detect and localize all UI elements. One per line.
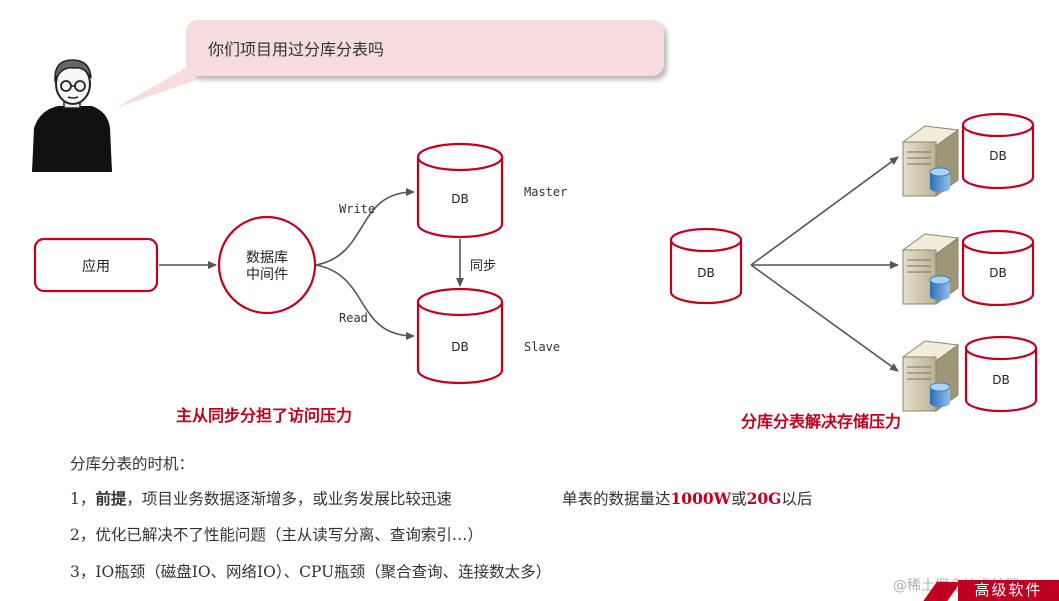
speech-bubble-text: 你们项目用过分库分表吗	[208, 40, 385, 59]
threshold-rows: 1000W	[670, 489, 732, 508]
middleware-label-line1: 数据库	[246, 250, 288, 266]
shard-db-label: DB	[989, 149, 1006, 163]
right-diagram-caption: 分库分表解决存储压力	[741, 412, 902, 431]
sync-label: 同步	[470, 259, 496, 274]
source-db-label: DB	[697, 266, 714, 280]
middleware-label-line2: 中间件	[246, 267, 288, 283]
slave-db-label: DB	[451, 340, 468, 354]
server-icon	[901, 233, 960, 305]
threshold-or: 或	[731, 490, 747, 508]
notes-heading: 分库分表的时机：	[70, 455, 195, 473]
brand-logo: 高级软件	[958, 580, 1059, 601]
notes-item-1-text: ，项目业务数据逐渐增多，或业务发展比较迅速	[126, 490, 452, 508]
threshold-prefix: 单表的数据量达	[562, 490, 671, 508]
notes-item-1: 1，前提，项目业务数据逐渐增多，或业务发展比较迅速	[70, 487, 452, 509]
shard-db-1: DB	[961, 112, 1035, 190]
shard-arrow-3	[750, 264, 899, 372]
app-node: 应用	[33, 237, 159, 293]
shard-arrow-1	[750, 156, 899, 266]
middleware-node: 数据库 中间件	[217, 215, 317, 315]
read-arrow	[315, 264, 415, 340]
shard-db-label: DB	[989, 266, 1006, 280]
read-label: Read	[339, 311, 368, 325]
master-db: DB	[416, 142, 504, 239]
app-label: 应用	[82, 258, 110, 275]
write-label: Write	[339, 202, 375, 216]
speech-bubble-tail	[116, 62, 196, 108]
shard-db-3: DB	[964, 335, 1038, 413]
speech-bubble: 你们项目用过分库分表吗	[186, 20, 664, 76]
notes-item-1-prefix: 1，	[70, 490, 96, 508]
source-db: DB	[669, 227, 743, 305]
write-arrow	[315, 188, 415, 266]
notes-item-2: 2，优化已解决不了性能问题（主从读写分离、查询索引…）	[70, 526, 483, 544]
server-icon	[901, 340, 960, 412]
threshold-size: 20G	[746, 489, 782, 508]
notes-item-1-bold: 前提	[95, 489, 127, 508]
server-icon	[901, 125, 960, 197]
master-db-label: DB	[451, 192, 468, 206]
master-label: Master	[524, 185, 567, 199]
notes-item-1-threshold: 单表的数据量达1000W或20G以后	[562, 487, 812, 509]
shard-db-2: DB	[961, 229, 1035, 307]
person-avatar	[32, 59, 112, 172]
shard-db-label: DB	[992, 373, 1009, 387]
slave-db: DB	[416, 287, 504, 385]
left-diagram-caption: 主从同步分担了访问压力	[176, 406, 353, 425]
slave-label: Slave	[524, 340, 560, 354]
threshold-suffix: 以后	[781, 490, 813, 508]
notes-item-3: 3，IO瓶颈（磁盘IO、网络IO）、CPU瓶颈（聚合查询、连接数太多）	[70, 563, 552, 581]
